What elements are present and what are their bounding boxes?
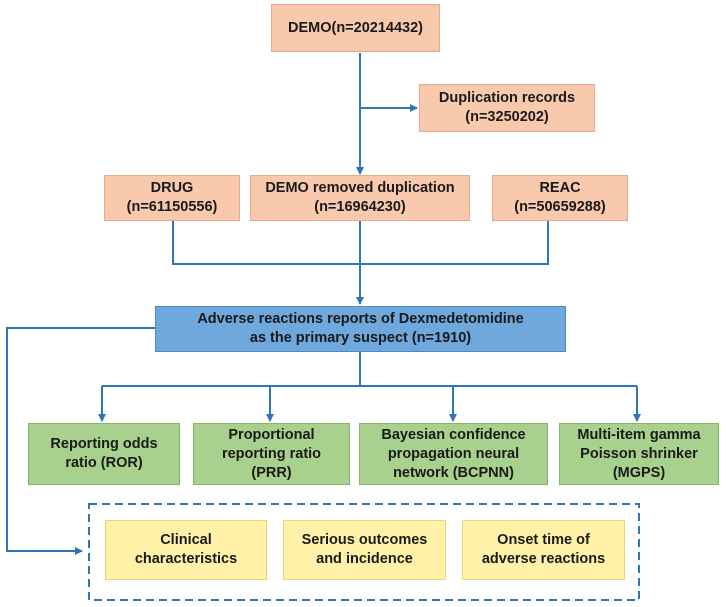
bcpnn-box: Bayesian confidence propagation neural n… <box>359 423 548 485</box>
drug-box: DRUG (n=61150556) <box>104 175 240 221</box>
serious-outcomes-box: Serious outcomes and incidence <box>283 520 446 580</box>
duplication-records-box: Duplication records (n=3250202) <box>419 84 595 132</box>
outcomes-dashed-frame <box>88 503 640 601</box>
ror-box: Reporting odds ratio (ROR) <box>28 423 180 485</box>
adverse-reactions-box: Adverse reactions reports of Dexmedetomi… <box>155 306 566 352</box>
clinical-characteristics-box: Clinical characteristics <box>105 520 267 580</box>
demo-box: DEMO(n=20214432) <box>271 4 440 52</box>
demo-removed-duplication-box: DEMO removed duplication (n=16964230) <box>250 175 470 221</box>
reac-box: REAC (n=50659288) <box>492 175 628 221</box>
connector-left-loop <box>6 327 155 555</box>
mgps-box: Multi-item gamma Poisson shrinker (MGPS) <box>559 423 719 485</box>
onset-time-box: Onset time of adverse reactions <box>462 520 625 580</box>
prr-box: Proportional reporting ratio (PRR) <box>193 423 350 485</box>
